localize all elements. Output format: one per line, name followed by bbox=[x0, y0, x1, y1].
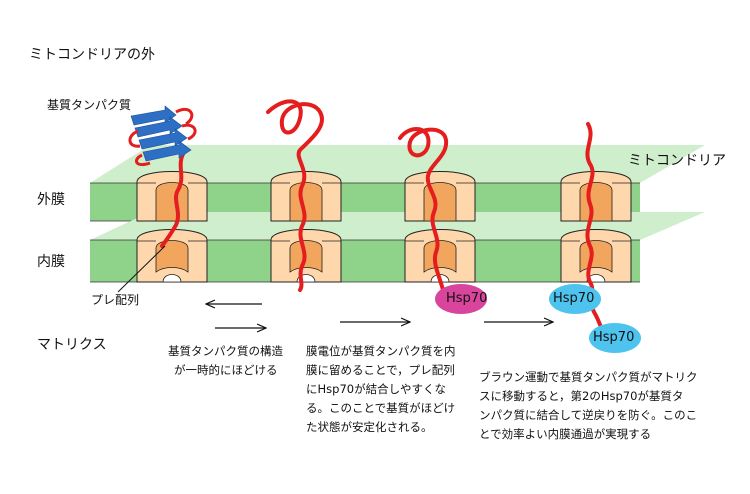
caption-line: た状態が安定化される。 bbox=[306, 420, 433, 434]
caption-line: とで効率よい内膜通過が実現する bbox=[479, 427, 652, 441]
caption-line: る。このことで基質がほどけ bbox=[306, 401, 456, 415]
caption-line: スに移動すると，第2のHsp70が基質タ bbox=[479, 389, 684, 403]
inner-membrane-label: 内膜 bbox=[37, 254, 65, 270]
caption-unfolding: 基質タンパク質の構造 が一時的にほどける bbox=[168, 342, 308, 380]
caption-line: が一時的にほどける bbox=[174, 363, 278, 377]
caption-brownian: ブラウン運動で基質タンパク質がマトリク スに移動すると，第2のHsp70が基質タ… bbox=[479, 368, 719, 444]
presequence-pointer bbox=[117, 245, 166, 293]
caption-line: にHsp70が結合しやすくな bbox=[306, 382, 446, 396]
hsp70-label-3: Hsp70 bbox=[593, 330, 635, 345]
outside-label: ミトコンドリアの外 bbox=[29, 47, 155, 63]
caption-line: 膜に留めることで，プレ配列 bbox=[306, 363, 455, 377]
caption-line: 基質タンパク質の構造 bbox=[168, 344, 283, 358]
outer-membrane-label: 外膜 bbox=[37, 192, 65, 208]
hsp70-label-2: Hsp70 bbox=[553, 291, 595, 306]
caption-line: 膜電位が基質タンパク質を内 bbox=[306, 344, 456, 358]
caption-line: ンパク質に結合して逆戻りを防ぐ。このこ bbox=[479, 408, 698, 422]
substrate-chains bbox=[160, 99, 608, 340]
caption-line: ブラウン運動で基質タンパク質がマトリク bbox=[479, 370, 698, 384]
hsp70-markers bbox=[435, 284, 641, 353]
caption-membrane-potential: 膜電位が基質タンパク質を内 膜に留めることで，プレ配列 にHsp70が結合しやす… bbox=[306, 342, 476, 437]
substrate-protein-label: 基質タンパク質 bbox=[47, 98, 132, 112]
hsp70-label-1: Hsp70 bbox=[446, 291, 488, 306]
translocase-channels bbox=[136, 171, 632, 283]
beta-sheet bbox=[128, 105, 197, 167]
presequence-label: プレ配列 bbox=[91, 293, 140, 307]
process-arrows bbox=[206, 304, 553, 328]
mitochondria-label: ミトコンドリア bbox=[628, 153, 726, 169]
matrix-label: マトリクス bbox=[37, 337, 107, 353]
